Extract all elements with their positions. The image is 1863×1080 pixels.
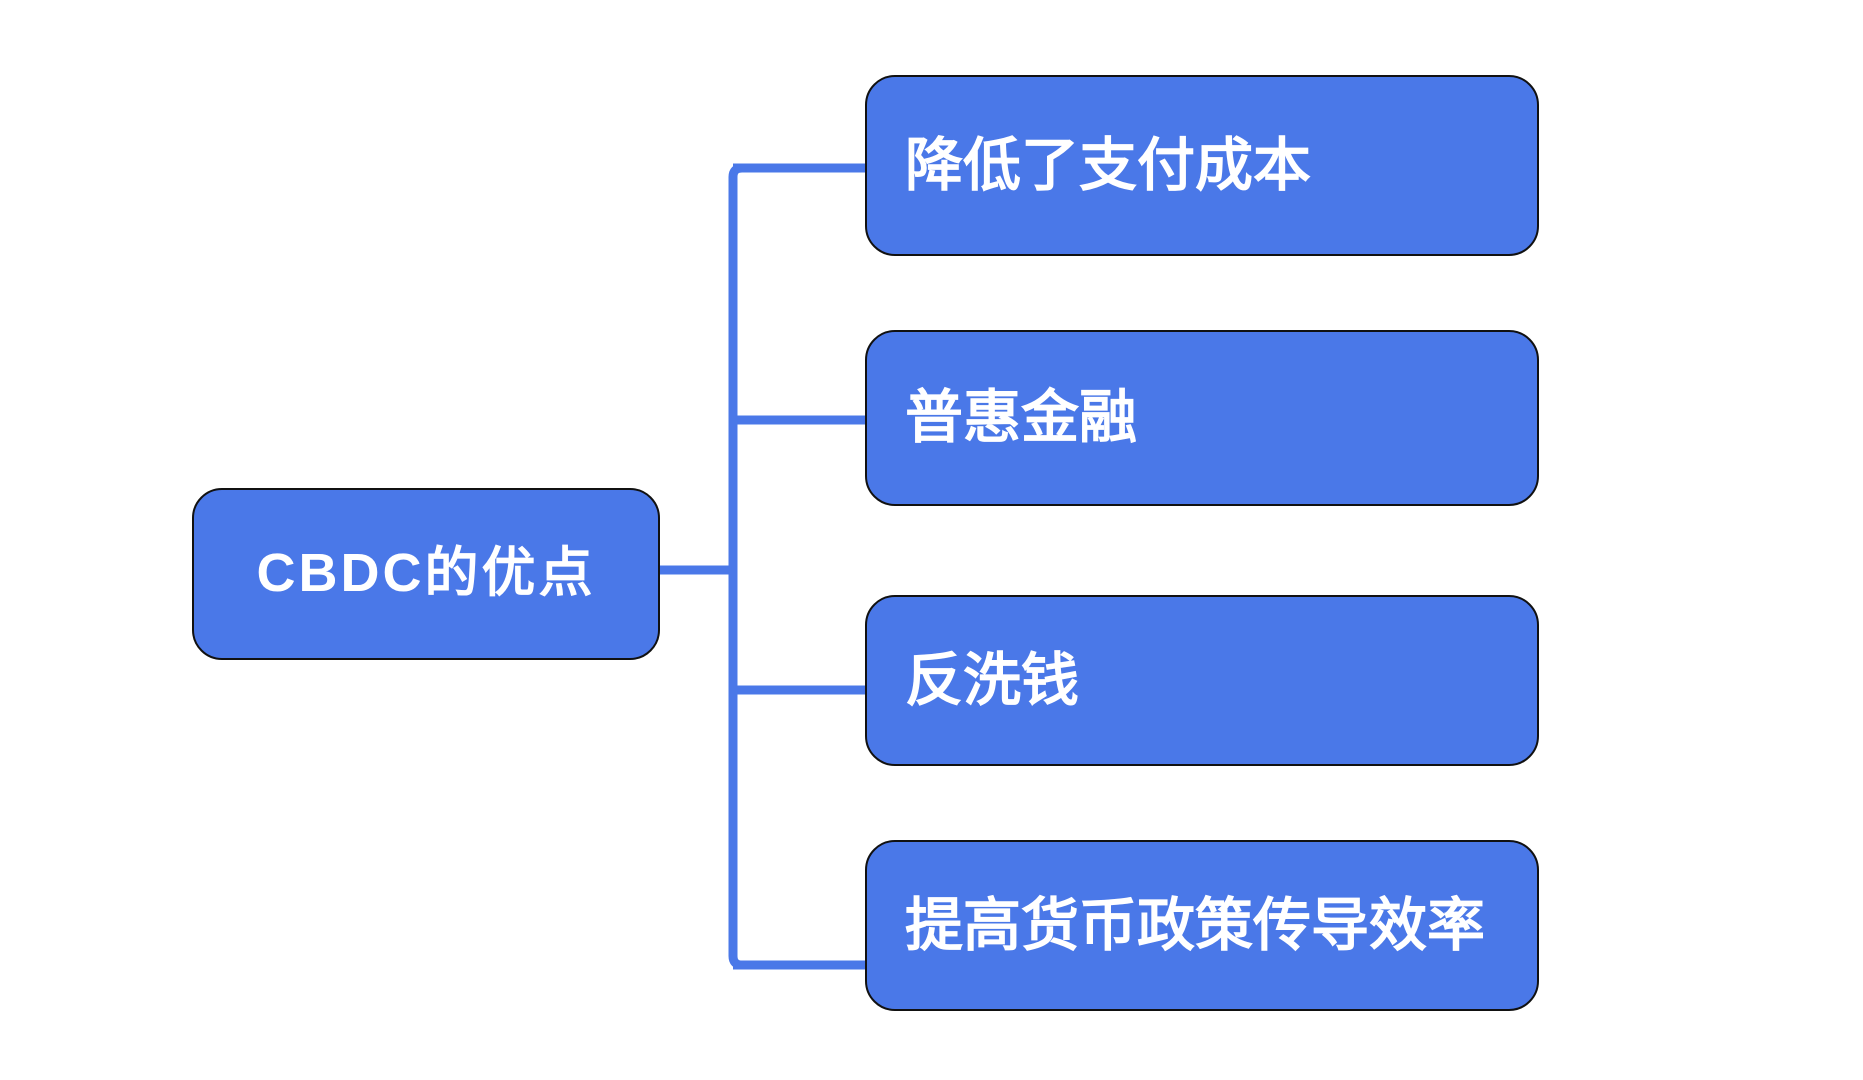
child-node-4-label: 提高货币政策传导效率 [905, 892, 1486, 958]
child-node-1-label: 降低了支付成本 [905, 132, 1312, 198]
child-node-3[interactable]: 反洗钱 [865, 595, 1539, 766]
root-node-label: CBDC的优点 [256, 543, 596, 604]
child-node-4[interactable]: 提高货币政策传导效率 [865, 840, 1539, 1011]
root-node[interactable]: CBDC的优点 [192, 488, 660, 660]
child-node-1[interactable]: 降低了支付成本 [865, 75, 1539, 256]
child-node-3-label: 反洗钱 [905, 647, 1080, 713]
connector-spine [728, 163, 757, 970]
child-node-2-label: 普惠金融 [905, 385, 1138, 451]
child-node-2[interactable]: 普惠金融 [865, 330, 1539, 506]
